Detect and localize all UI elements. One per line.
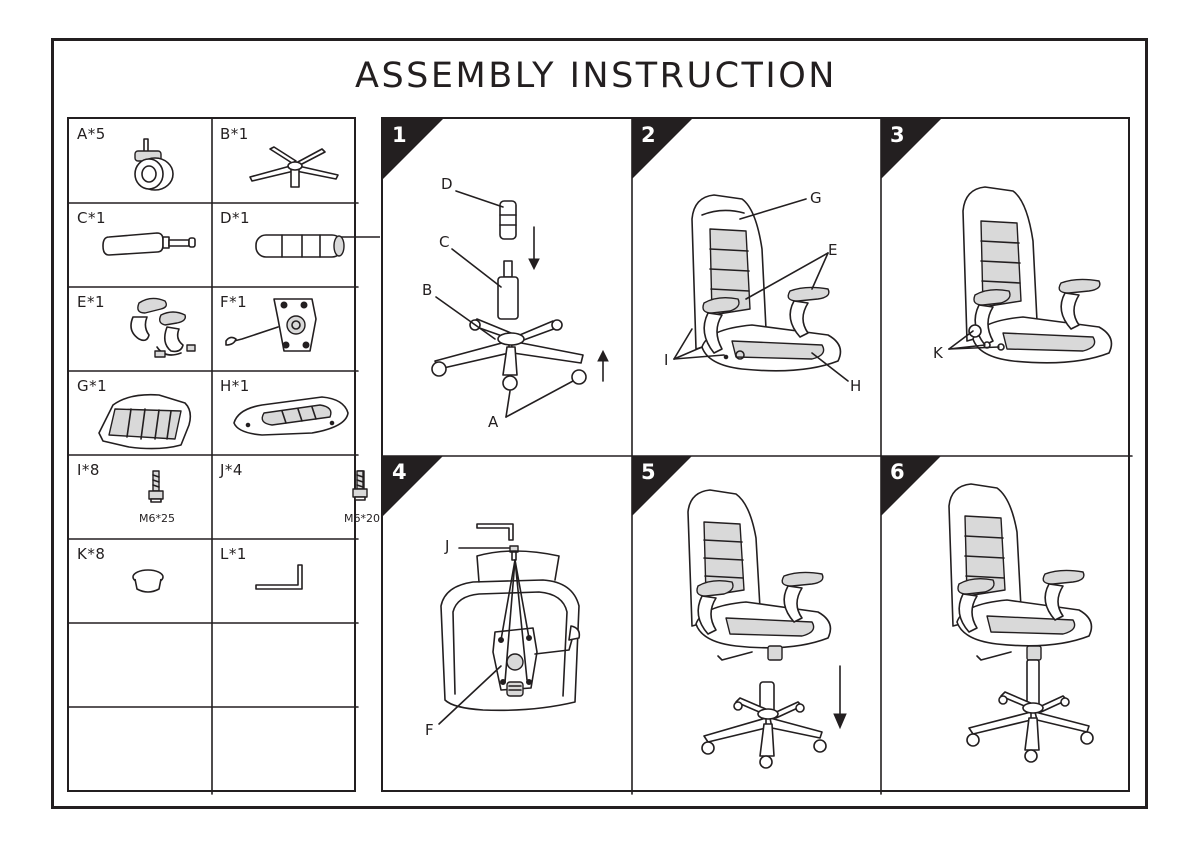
part-empty	[69, 623, 212, 707]
part-label: D*1	[220, 209, 251, 227]
part-empty	[212, 623, 358, 707]
mechanism-mounting-illustration	[438, 523, 581, 725]
part-label: B*1	[220, 125, 249, 143]
step-number: 2	[641, 123, 656, 147]
bolt-spec: M6*25	[139, 512, 175, 525]
step-number: 4	[392, 460, 407, 484]
part-label: J*4	[220, 461, 243, 479]
part-label: I*8	[77, 461, 100, 479]
part-label: G*1	[77, 377, 108, 395]
part-label: F*1	[220, 293, 248, 311]
step-number: 6	[890, 460, 905, 484]
callout-h: H	[850, 377, 862, 395]
step-5: 5	[632, 456, 881, 794]
star-base-icon	[249, 146, 339, 188]
callout-i: I	[664, 351, 669, 369]
part-label: H*1	[220, 377, 250, 395]
step-number-badge	[383, 119, 443, 179]
step-3: 3 K	[881, 119, 1132, 456]
part-label: E*1	[77, 293, 106, 311]
instruction-frame	[51, 38, 1148, 809]
part-empty	[212, 707, 358, 794]
callout-d: D	[441, 175, 453, 193]
part-e: E*1	[69, 287, 212, 371]
part-g: G*1	[69, 371, 212, 455]
step-number-badge	[881, 456, 941, 516]
callout-g: G	[810, 189, 822, 207]
bolt-icon	[352, 470, 368, 501]
step-2: 2 G E I H	[632, 119, 881, 456]
bolt-spec: M6*20	[344, 512, 380, 525]
parts-list: A*5 B*1 C*1 D*1	[67, 117, 380, 795]
part-a: A*5	[69, 119, 212, 203]
step-number-badge	[632, 119, 692, 179]
finished-chair-illustration	[948, 483, 1094, 763]
backrest-icon	[98, 393, 192, 450]
bolt-cap-icon	[132, 569, 164, 593]
step-1: 1	[383, 119, 632, 456]
armrests-icon	[130, 297, 196, 358]
base-and-cylinder-illustration	[431, 190, 609, 418]
tilt-mechanism-icon	[225, 298, 317, 352]
callout-f: F	[425, 721, 434, 739]
step-6: 6	[881, 456, 1132, 794]
part-label: K*8	[77, 545, 106, 563]
part-d: D*1	[212, 203, 380, 287]
part-b: B*1	[212, 119, 358, 203]
bolt-icon	[148, 470, 164, 503]
part-j: J*4 M6*20	[212, 455, 380, 539]
part-label: C*1	[77, 209, 107, 227]
gas-cylinder-icon	[102, 232, 196, 256]
page-title: ASSEMBLY INSTRUCTION	[355, 56, 837, 96]
part-l: L*1	[212, 539, 358, 623]
part-empty	[69, 707, 212, 794]
callout-a: A	[488, 413, 499, 431]
step-number-badge	[881, 119, 941, 179]
step-number: 1	[392, 123, 407, 147]
callout-k: K	[933, 344, 943, 362]
allen-key-icon	[255, 564, 303, 590]
caster-wheel-icon	[134, 138, 174, 191]
part-c: C*1	[69, 203, 212, 287]
assembly-steps: 1	[381, 117, 1133, 795]
part-label: L*1	[220, 545, 247, 563]
cylinder-cover-icon	[255, 234, 380, 258]
part-h: H*1	[212, 371, 358, 455]
seat-cushion-icon	[233, 396, 349, 436]
step-number-badge	[632, 456, 692, 516]
step-number: 5	[641, 460, 656, 484]
callout-b: B	[422, 281, 433, 299]
part-k: K*8	[69, 539, 212, 623]
callout-c: C	[439, 233, 450, 251]
chair-onto-base-illustration	[687, 489, 847, 769]
bolt-caps-illustration	[948, 186, 1113, 364]
part-f: F*1	[212, 287, 358, 371]
backrest-seat-armrest-illustration	[673, 194, 849, 382]
step-4: 4	[383, 456, 632, 794]
step-number-badge	[383, 456, 443, 516]
parts-grid-lines	[68, 118, 359, 795]
callout-e: E	[828, 241, 838, 259]
part-i: I*8 M6*25	[69, 455, 212, 539]
callout-j: J	[445, 537, 450, 555]
step-number: 3	[890, 123, 905, 147]
part-label: A*5	[77, 125, 106, 143]
